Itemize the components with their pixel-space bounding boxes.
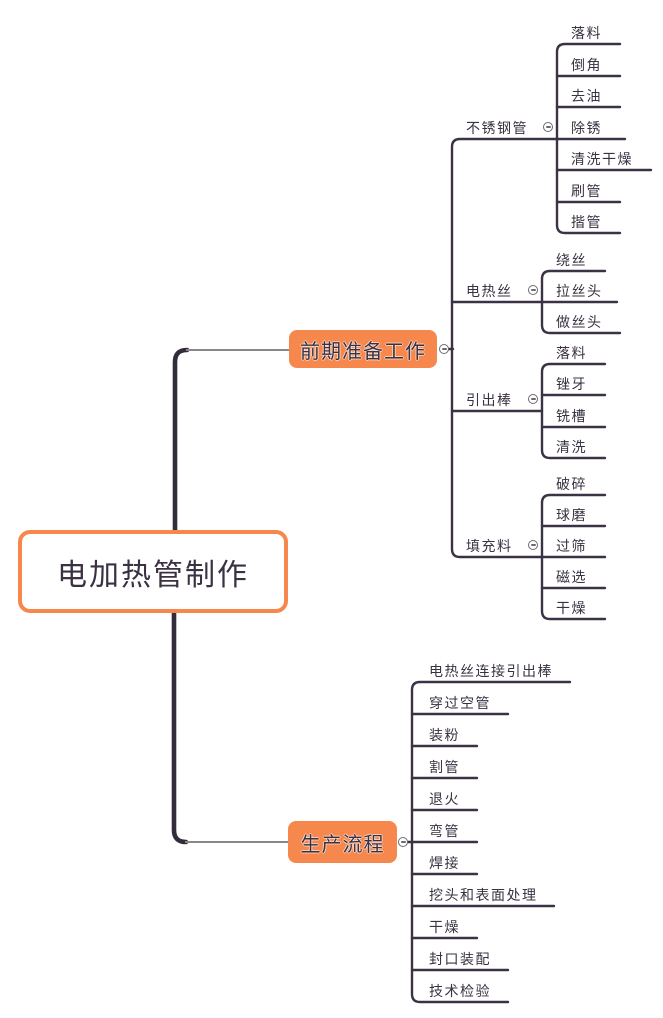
leaf-topic[interactable]: 倒角	[571, 57, 602, 73]
leaf-topic[interactable]: 刷管	[571, 183, 602, 199]
subtopic-heating-wire[interactable]: 电热丝	[466, 283, 513, 299]
collapse-toggle[interactable]	[398, 837, 408, 847]
leaf-topic[interactable]: 装粉	[429, 727, 460, 743]
leaf-topic[interactable]: 球磨	[556, 507, 587, 523]
leaf-topic[interactable]: 除锈	[571, 120, 602, 136]
leaf-topic[interactable]: 落料	[556, 345, 587, 361]
connector-line	[540, 493, 607, 621]
connector-line	[450, 137, 627, 559]
subtopic-filler[interactable]: 填充料	[466, 538, 513, 554]
leaf-topic[interactable]: 弯管	[429, 823, 460, 839]
trunk-line-bottom	[171, 609, 189, 845]
leaf-topic[interactable]: 锉牙	[556, 376, 587, 392]
trunk-line-top	[172, 347, 190, 534]
collapse-minus-icon	[530, 289, 536, 291]
leaf-topic[interactable]: 退火	[429, 791, 460, 807]
collapse-toggle[interactable]	[528, 285, 538, 295]
leaf-topic[interactable]: 磁选	[556, 569, 587, 585]
collapse-toggle[interactable]	[528, 540, 538, 550]
leaf-topic[interactable]: 过筛	[556, 538, 587, 554]
collapse-toggle[interactable]	[528, 394, 538, 404]
collapse-minus-icon	[530, 544, 536, 546]
leaf-topic[interactable]: 穿过空管	[429, 695, 491, 711]
leaf-topic[interactable]: 去油	[571, 88, 602, 104]
leaf-topic[interactable]: 拉丝头	[556, 283, 603, 299]
leaf-topic[interactable]: 破碎	[556, 476, 587, 492]
branch-topic-label: 生产流程	[300, 833, 385, 856]
collapse-minus-icon	[530, 398, 536, 400]
leaf-topic[interactable]: 干燥	[429, 919, 460, 935]
connector-line	[540, 362, 607, 460]
leaf-topic[interactable]: 做丝头	[556, 314, 603, 330]
leaf-topic[interactable]: 电热丝连接引出棒	[429, 663, 553, 679]
branch-topic-production[interactable]: 生产流程	[288, 821, 397, 863]
connector-line	[555, 42, 622, 235]
branch-topic-preparation[interactable]: 前期准备工作	[289, 330, 437, 368]
leaf-topic[interactable]: 揩管	[571, 214, 602, 230]
leaf-topic[interactable]: 铣槽	[556, 408, 587, 424]
collapse-toggle[interactable]	[543, 122, 553, 132]
leaf-topic[interactable]: 割管	[429, 759, 460, 775]
root-topic-label: 电加热管制作	[57, 558, 249, 592]
leaf-topic[interactable]: 技术检验	[429, 983, 491, 999]
root-topic[interactable]: 电加热管制作	[18, 530, 288, 613]
leaf-topic[interactable]: 清洗	[556, 439, 587, 455]
leaf-topic[interactable]: 落料	[571, 25, 602, 41]
collapse-toggle[interactable]	[439, 344, 449, 354]
collapse-minus-icon	[545, 126, 551, 128]
leaf-topic[interactable]: 干燥	[556, 600, 587, 616]
leaf-topic[interactable]: 清洗干燥	[571, 151, 633, 167]
leaf-topic[interactable]: 挖头和表面处理	[429, 887, 538, 903]
branch-topic-label: 前期准备工作	[300, 340, 426, 363]
subtopic-steel-tube[interactable]: 不锈钢管	[466, 120, 528, 136]
leaf-topic[interactable]: 封口装配	[429, 951, 491, 967]
subtopic-lead-rod[interactable]: 引出棒	[466, 392, 513, 408]
collapse-minus-icon	[400, 841, 406, 843]
connector-line	[540, 269, 622, 335]
collapse-minus-icon	[441, 348, 447, 350]
leaf-topic[interactable]: 绕丝	[556, 252, 587, 268]
leaf-topic[interactable]: 焊接	[429, 855, 460, 871]
